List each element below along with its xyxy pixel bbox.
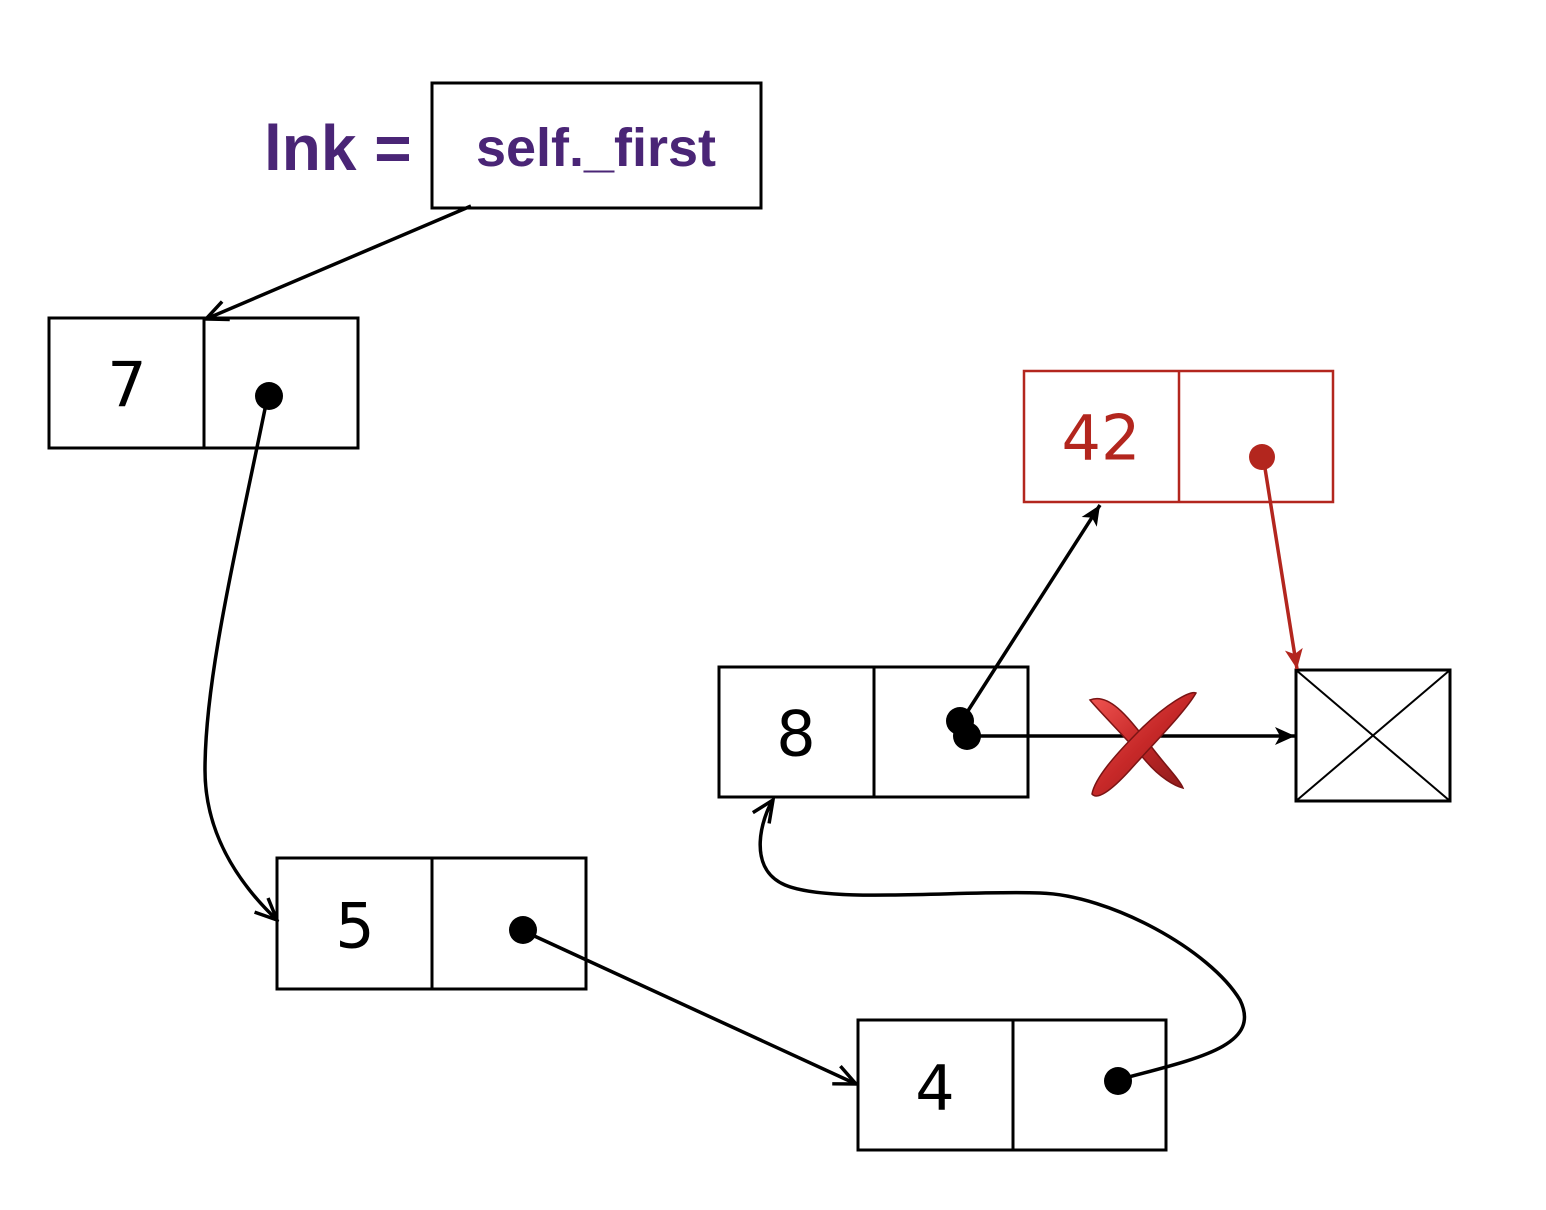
arrow-node-4-to-node-8 (760, 800, 1247, 1080)
list-node-8: 8 (717, 665, 1030, 799)
node-42-pointer-dot (1249, 444, 1275, 470)
arrow-node-42-to-empty (1262, 461, 1303, 670)
empty-list-terminal (1294, 668, 1452, 803)
arrow-node-8-to-node-42 (962, 504, 1102, 718)
lnk-variable-label: lnk = (264, 112, 412, 184)
node-5-pointer-dot (509, 916, 537, 944)
node-7-pointer-dot (255, 382, 283, 410)
red-x-mark-icon (1088, 691, 1198, 797)
node-4-pointer-dot (1104, 1067, 1132, 1095)
list-node-4: 4 (856, 1018, 1168, 1152)
lnk-expression-text: self._first (476, 118, 716, 178)
lnk-expression-box (430, 81, 763, 210)
list-node-5: 5 (275, 856, 588, 991)
list-node-42: 42 (1022, 369, 1335, 504)
node-42-value: 42 (1062, 402, 1141, 475)
arrow-node-7-to-node-5 (203, 403, 277, 920)
node-4-value: 4 (915, 1052, 954, 1125)
node-5-value: 5 (335, 890, 374, 963)
list-node-7: 7 (47, 316, 360, 450)
empty-box-diagonal-2 (1295, 669, 1451, 802)
arrow-node-5-to-node-4 (529, 932, 856, 1084)
node-7-value: 7 (107, 349, 146, 422)
lnk-label: lnk = self._first (264, 81, 763, 210)
node-8-value: 8 (776, 698, 815, 771)
arrow-lnk-to-node-7 (206, 204, 472, 319)
